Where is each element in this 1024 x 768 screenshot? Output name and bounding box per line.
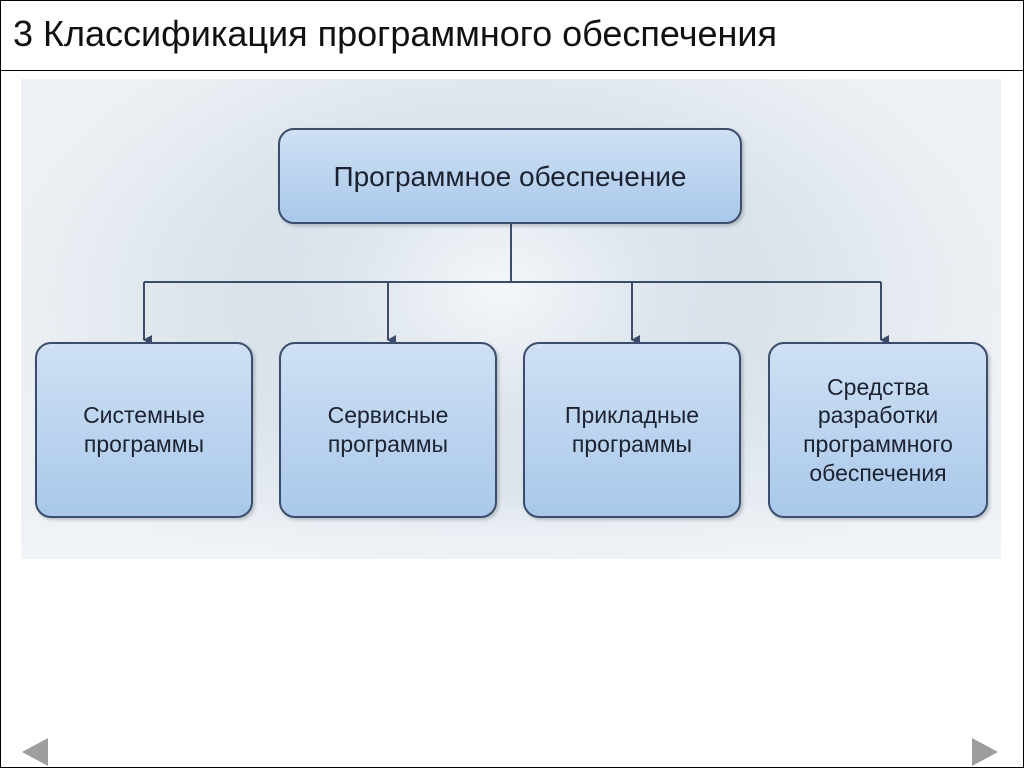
- child-node-label: Системные программы: [83, 402, 205, 457]
- child-node-label: Прикладные программы: [564, 402, 700, 457]
- child-node-label: Сервисные программы: [327, 402, 449, 457]
- title-bar: 3 Классификация программного обеспечения: [1, 1, 1023, 71]
- triangle-left-icon[interactable]: [22, 738, 48, 766]
- slide-title: 3 Классификация программного обеспечения: [13, 13, 777, 54]
- child-node-service-programs: Сервисные программы: [279, 342, 497, 518]
- root-node-label: Программное обеспечение: [333, 160, 687, 192]
- child-node-development-tools: Средства разработки программного обеспеч…: [768, 342, 988, 518]
- child-node-application-programs: Прикладные программы: [523, 342, 741, 518]
- root-node-software: Программное обеспечение: [278, 128, 742, 224]
- child-node-system-programs: Системные программы: [35, 342, 253, 518]
- child-node-label: Средства разработки программного обеспеч…: [803, 373, 953, 486]
- triangle-right-icon[interactable]: [972, 738, 998, 766]
